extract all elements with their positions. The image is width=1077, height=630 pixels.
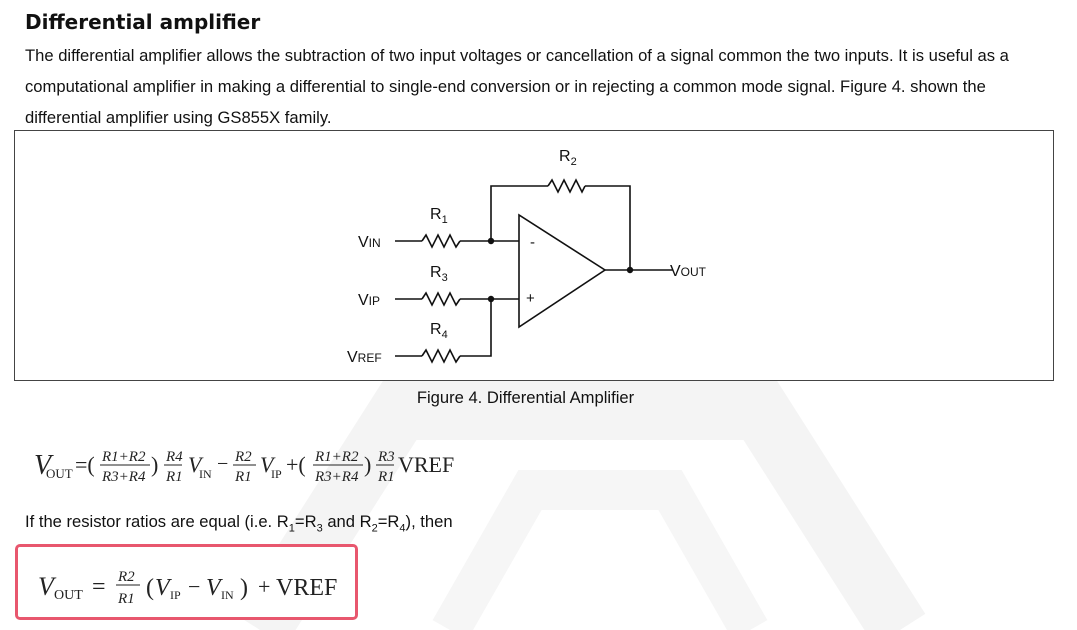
svg-text:V: V <box>206 575 223 601</box>
svg-text:R1+R2: R1+R2 <box>314 449 359 465</box>
svg-text:V: V <box>188 452 204 477</box>
svg-text:V: V <box>38 572 57 601</box>
equal-ratio-condition: If the resistor ratios are equal (i.e. R… <box>25 512 453 535</box>
svg-text:IP: IP <box>170 588 181 602</box>
svg-text:R4: R4 <box>165 449 183 465</box>
svg-text:V: V <box>155 575 172 601</box>
resistor-r1 <box>421 233 461 249</box>
junction-minus <box>487 237 495 245</box>
svg-text:−: − <box>217 453 228 475</box>
svg-text:R2: R2 <box>234 449 252 465</box>
equation-simplified: V OUT = R2 R1 ( V IP − V IN ) + VREF <box>38 569 337 607</box>
svg-text:−: − <box>188 574 200 599</box>
label-vout: VOUT <box>670 263 707 280</box>
highlighted-equation-box: V OUT = R2 R1 ( V IP − V IN ) + VREF <box>15 544 358 620</box>
svg-text:IN: IN <box>199 467 212 481</box>
svg-text:IP: IP <box>271 467 282 481</box>
svg-text:=: = <box>92 574 106 600</box>
svg-text:+(: +( <box>286 452 306 477</box>
opamp-minus-sign: - <box>530 234 535 251</box>
opamp-plus-sign: + <box>526 290 535 307</box>
label-r4: R4 <box>430 321 448 341</box>
svg-text:VREF: VREF <box>276 575 337 601</box>
label-r1: R1 <box>430 206 448 226</box>
section-heading: Differential amplifier <box>25 10 261 34</box>
svg-text:): ) <box>151 452 158 477</box>
svg-text:R2: R2 <box>117 569 135 585</box>
figure-caption: Figure 4. Differential Amplifier <box>416 388 635 407</box>
r4-to-plus-wire <box>460 299 492 357</box>
junction-plus <box>487 295 495 303</box>
resistor-r4 <box>421 348 461 364</box>
svg-text:R1: R1 <box>234 469 252 485</box>
feedback-wire <box>490 185 548 241</box>
equation-general: V OUT =( R1+R2 R3+R4 ) R4 R1 V IN − R2 R… <box>34 449 454 485</box>
junction-output <box>626 266 634 274</box>
background-watermark <box>234 380 926 630</box>
label-vin: VIN <box>358 234 381 251</box>
svg-text:R3: R3 <box>377 449 395 465</box>
circuit-figure: R2 R1 R3 R4 VIN VIP VREF VOUT - + <box>14 130 1054 381</box>
svg-text:): ) <box>240 575 248 601</box>
svg-text:OUT: OUT <box>46 466 73 481</box>
svg-text:R1: R1 <box>377 469 395 485</box>
feedback-wire-right <box>585 185 631 270</box>
label-vip: VIP <box>358 292 380 309</box>
intro-paragraph: The differential amplifier allows the su… <box>25 46 1009 127</box>
label-r2: R2 <box>559 148 577 168</box>
opamp-triangle <box>518 213 607 329</box>
svg-text:(: ( <box>146 575 154 601</box>
differential-amplifier-schematic: R2 R1 R3 R4 VIN VIP VREF VOUT - + <box>347 148 707 366</box>
svg-text:R3+R4: R3+R4 <box>101 469 146 485</box>
svg-text:IN: IN <box>221 588 234 602</box>
svg-text:R1: R1 <box>117 591 135 607</box>
label-vref: VREF <box>347 349 382 366</box>
svg-text:+: + <box>258 574 270 599</box>
svg-text:R3+R4: R3+R4 <box>314 469 359 485</box>
svg-text:=(: =( <box>75 452 95 477</box>
svg-text:): ) <box>364 452 371 477</box>
resistor-r3 <box>421 291 461 307</box>
resistor-r2 <box>547 178 586 194</box>
svg-text:V: V <box>34 450 54 481</box>
svg-text:OUT: OUT <box>54 588 83 603</box>
svg-text:VREF: VREF <box>398 452 454 477</box>
svg-text:V: V <box>260 452 276 477</box>
label-r3: R3 <box>430 264 448 284</box>
svg-text:R1: R1 <box>165 469 183 485</box>
svg-text:R1+R2: R1+R2 <box>101 449 146 465</box>
